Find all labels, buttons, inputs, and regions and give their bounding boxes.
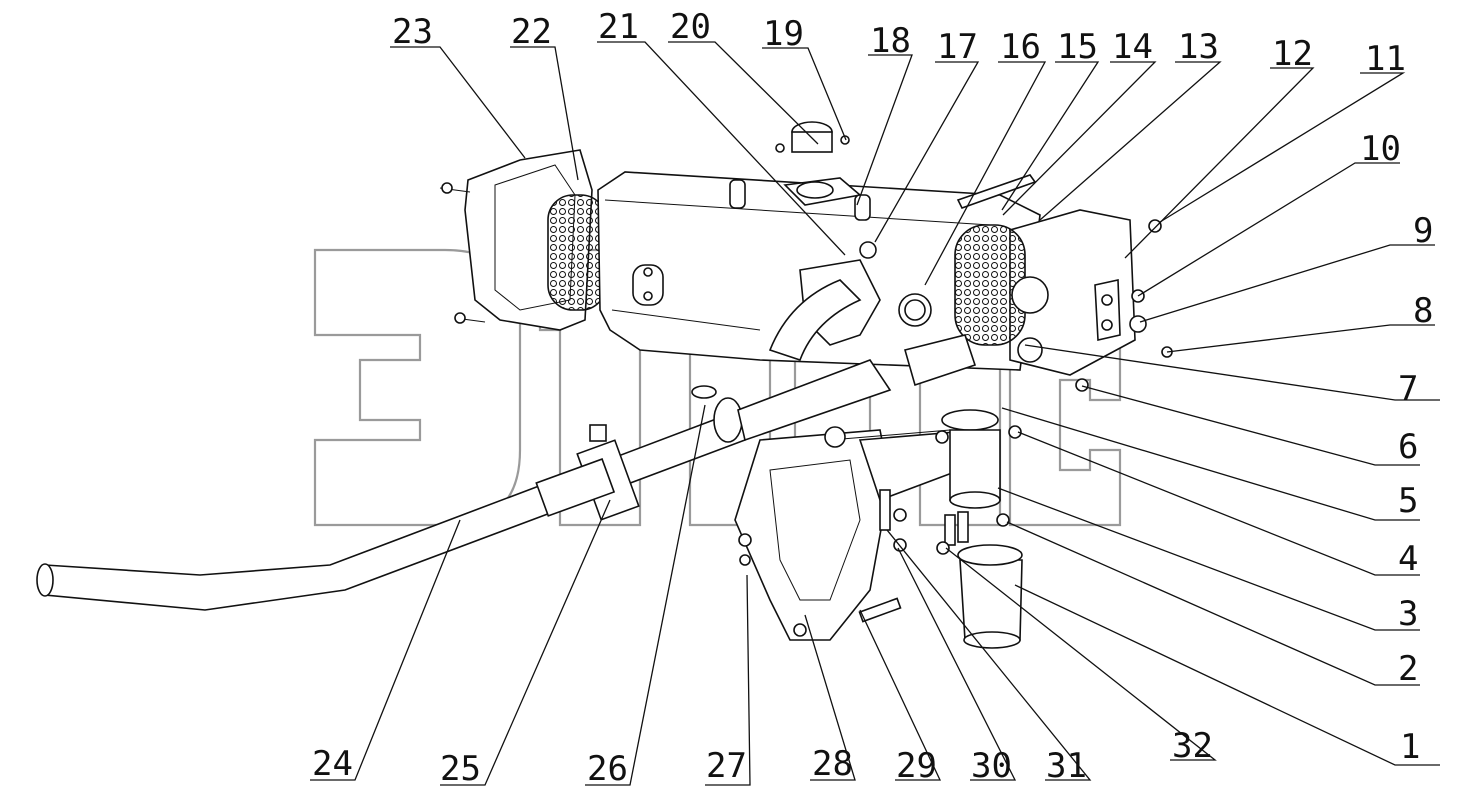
callout-28: 28 (812, 744, 853, 784)
callout-16: 16 (1000, 27, 1041, 67)
callout-10: 10 (1360, 129, 1401, 169)
callout-27: 27 (706, 746, 747, 786)
callout-8: 8 (1413, 291, 1433, 331)
callout-2: 2 (1398, 649, 1418, 689)
callout-9: 9 (1413, 211, 1433, 251)
callout-31: 31 (1046, 746, 1087, 786)
callout-21: 21 (598, 7, 639, 47)
callout-3: 3 (1398, 594, 1418, 634)
callout-19: 19 (763, 14, 804, 54)
callout-18: 18 (870, 21, 911, 61)
assembly-drawing (36, 121, 1173, 649)
callout-6: 6 (1398, 427, 1418, 467)
callout-25: 25 (440, 749, 481, 789)
callout-30: 30 (971, 746, 1012, 786)
callout-4: 4 (1398, 539, 1418, 579)
outlet-flange (941, 409, 999, 431)
callout-17: 17 (937, 27, 978, 67)
callout-24: 24 (312, 744, 353, 784)
callout-1: 1 (1400, 727, 1420, 767)
callout-11: 11 (1365, 39, 1406, 79)
callout-26: 26 (587, 749, 628, 789)
callout-labels: 1 2 3 4 5 6 7 8 9 10 11 12 13 14 15 16 1… (312, 7, 1433, 789)
callout-23: 23 (392, 12, 433, 52)
callout-29: 29 (896, 746, 937, 786)
callout-13: 13 (1178, 27, 1219, 67)
callout-15: 15 (1057, 27, 1098, 67)
callout-7: 7 (1398, 369, 1418, 409)
callout-12: 12 (1272, 34, 1313, 74)
callout-22: 22 (511, 12, 552, 52)
leader-lines (310, 41, 1440, 786)
callout-32: 32 (1172, 726, 1213, 766)
callout-5: 5 (1398, 481, 1418, 521)
callout-20: 20 (670, 7, 711, 47)
left-mesh-screen (547, 194, 607, 311)
callout-14: 14 (1112, 27, 1153, 67)
